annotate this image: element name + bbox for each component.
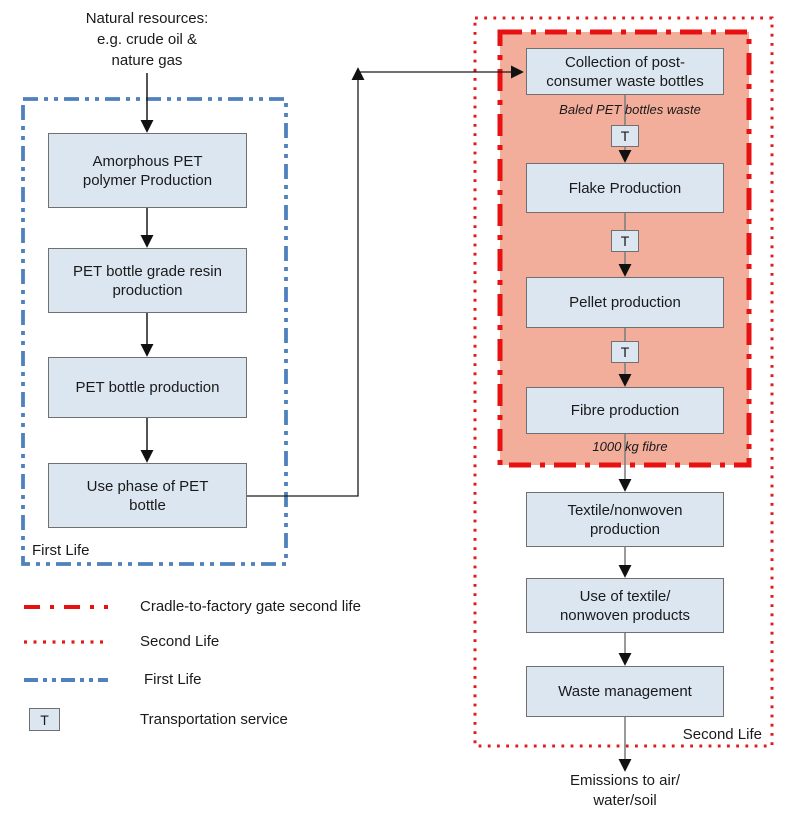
legend-label: Cradle-to-factory gate second life <box>140 598 361 615</box>
legend-item-second-life: Second Life <box>22 633 219 650</box>
red-dotted-line-swatch <box>24 639 108 644</box>
process-box-waste-management: Waste management <box>526 666 724 717</box>
legend-label: Second Life <box>140 633 220 650</box>
legend-label: First Life <box>144 671 202 688</box>
process-box-textile-production: Textile/nonwoven production <box>526 492 724 547</box>
connector-up-segment <box>247 67 365 497</box>
blue-dash-dot-dot-line-swatch <box>24 677 108 682</box>
emissions-label: Emissions to air/ water/soil <box>569 772 681 809</box>
process-box-fibre: Fibre production <box>526 387 724 434</box>
red-dash-dot-line-swatch <box>24 604 108 609</box>
first-life-boundary <box>21 97 288 566</box>
use-to-collection-connector <box>247 65 524 497</box>
legend-item-first-life: First Life <box>22 671 202 688</box>
transport-box-swatch: T <box>29 708 60 731</box>
process-box-flake: Flake Production <box>526 163 724 213</box>
legend-item-cradle-to-gate: Cradle-to-factory gate second life <box>22 598 361 615</box>
legend-label: Transportation service <box>140 711 288 728</box>
process-box-bottle-production: PET bottle production <box>48 357 247 418</box>
second-life-boundary <box>473 16 774 748</box>
transport-box-2: T <box>611 230 639 252</box>
first-life-zone-label: First Life <box>32 542 90 559</box>
process-box-amorphous-pet: Amorphous PET polymer Production <box>48 133 247 208</box>
annotation-1000kg-fibre: 1000 kg fibre <box>592 439 668 454</box>
transport-box-3: T <box>611 341 639 363</box>
process-box-pellet: Pellet production <box>526 277 724 328</box>
legend-item-transportation: T Transportation service <box>29 708 288 731</box>
process-box-use-textile: Use of textile/ nonwoven products <box>526 578 724 633</box>
process-box-resin-production: PET bottle grade resin production <box>48 248 247 313</box>
process-box-use-phase: Use phase of PET bottle <box>48 463 247 528</box>
process-box-collection: Collection of post- consumer waste bottl… <box>526 48 724 95</box>
second-life-zone-label: Second Life <box>682 726 762 743</box>
transport-box-1: T <box>611 125 639 147</box>
natural-resources-label: Natural resources: e.g. crude oil & natu… <box>85 10 209 69</box>
annotation-baled-waste: Baled PET bottles waste <box>559 102 701 117</box>
